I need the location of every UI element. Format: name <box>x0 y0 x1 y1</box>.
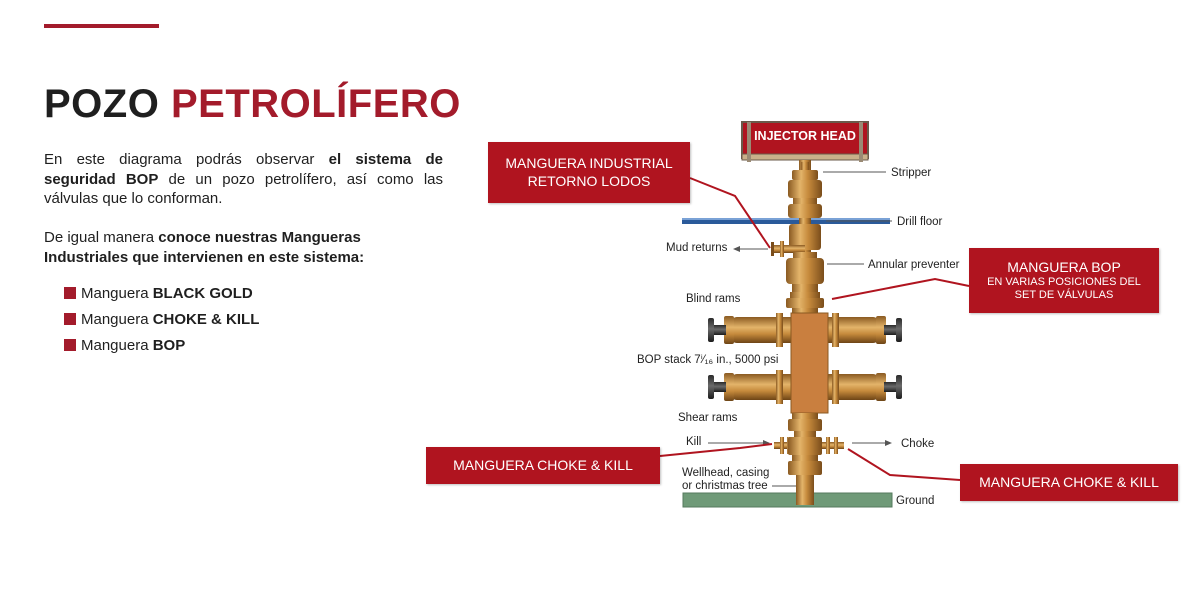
list-item: Manguera BOP <box>64 337 259 363</box>
choke-label: Choke <box>901 438 935 450</box>
stripper <box>788 162 822 218</box>
page-title: POZO PETROLÍFERO <box>44 80 461 128</box>
annular-preventer <box>786 252 824 314</box>
annular-preventer-label: Annular preventer <box>868 259 960 271</box>
callout-bop-hose: MANGUERA BOP EN VARIAS POSICIONES DEL SE… <box>969 248 1159 313</box>
wellhead <box>788 455 822 505</box>
ground-slab <box>682 492 893 508</box>
accent-bar <box>44 24 159 28</box>
square-bullet-icon <box>64 339 76 351</box>
intro-paragraph: En este diagrama podrás observar el sist… <box>44 151 443 207</box>
title-part-1: POZO <box>44 82 171 126</box>
ground-label: Ground <box>896 495 935 507</box>
kill-choke-line <box>774 437 844 455</box>
callout-choke-kill-right: MANGUERA CHOKE & KILL <box>960 464 1178 501</box>
second-paragraph: De igual manera conoce nuestras Manguera… <box>44 229 365 266</box>
list-item: Manguera BLACK GOLD <box>64 285 259 311</box>
callout-choke-kill-left: MANGUERA CHOKE & KILL <box>426 447 660 484</box>
stripper-label: Stripper <box>891 167 932 179</box>
title-part-2: PETROLÍFERO <box>170 82 461 126</box>
mud-returns-label: Mud returns <box>666 242 728 254</box>
label-leaders <box>708 171 892 487</box>
hose-list: Manguera BLACK GOLD Manguera CHOKE & KIL… <box>64 285 259 363</box>
blind-rams-label: Blind rams <box>686 293 741 305</box>
drill-floor <box>682 218 890 224</box>
bop-body <box>790 312 829 414</box>
callout-industrial-hose: MANGUERA INDUSTRIAL RETORNO LODOS <box>488 142 690 203</box>
wellhead-label-1: Wellhead, casing <box>682 467 770 479</box>
drill-floor-label: Drill floor <box>897 216 943 228</box>
injector-head-label: INJECTOR HEAD <box>754 129 856 143</box>
lower-spool <box>788 413 822 437</box>
square-bullet-icon <box>64 287 76 299</box>
shear-rams-label: Shear rams <box>678 412 738 424</box>
bop-stack-label: BOP stack 7ⁱ⁄₁₆ in., 5000 psi <box>637 354 779 366</box>
injector-head <box>741 121 869 162</box>
wellhead-label-2: or christmas tree <box>682 480 768 492</box>
square-bullet-icon <box>64 313 76 325</box>
list-item: Manguera CHOKE & KILL <box>64 311 259 337</box>
mud-spool <box>771 224 821 257</box>
kill-label: Kill <box>686 436 702 448</box>
callout-connectors <box>659 177 970 481</box>
